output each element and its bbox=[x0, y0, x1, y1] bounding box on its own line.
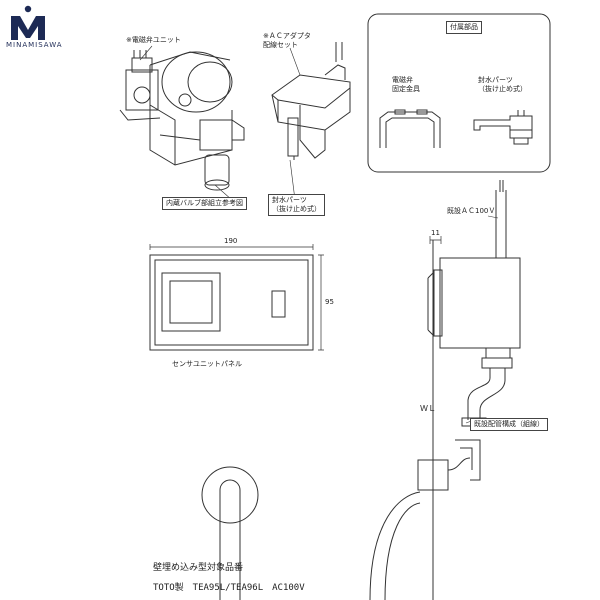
footer-model: TOTO製 TEA95L/TEA96L AC100V bbox=[153, 583, 305, 593]
dimension-190: 190 bbox=[224, 237, 238, 245]
sensor-panel-drawing bbox=[149, 244, 324, 351]
solenoid-valve-unit-drawing bbox=[119, 50, 245, 191]
label-existing-ac: 既設ＡＣ100Ｖ bbox=[447, 207, 496, 215]
brand-logo bbox=[6, 4, 92, 52]
label-existing-piping: 既設配管構成（組線） bbox=[470, 418, 548, 431]
label-seal-parts-accessory: 封水パーツ （抜け止め式） bbox=[478, 76, 527, 93]
label-wl: ＷＬ bbox=[420, 404, 436, 413]
dimension-95: 95 bbox=[325, 298, 334, 306]
label-valve-fixture: 電磁弁 固定金具 bbox=[392, 76, 420, 93]
dimension-11: 11 bbox=[431, 229, 440, 237]
label-valve-assembly-reference: 内蔵バルブ部組立参考図 bbox=[162, 197, 247, 210]
label-solenoid-unit: ※電磁弁ユニット bbox=[126, 36, 181, 44]
label-ac-adapter: ※ＡＣアダプタ 配線セット bbox=[263, 32, 311, 49]
label-sensor-panel: センサユニットパネル bbox=[172, 360, 242, 368]
logo-text: MINAMISAWA bbox=[6, 41, 63, 49]
escutcheon-drawing bbox=[201, 466, 259, 600]
ac-adapter-drawing bbox=[271, 42, 351, 160]
label-accessories-title: 付属部品 bbox=[446, 21, 482, 34]
side-view-drawing bbox=[369, 180, 521, 600]
accessories-box bbox=[367, 13, 551, 173]
logo-m-icon bbox=[11, 5, 45, 40]
label-seal-parts: 封水パーツ （抜け止め式） bbox=[268, 194, 325, 216]
footer-title: 壁埋め込み型対象品番 bbox=[153, 563, 244, 573]
